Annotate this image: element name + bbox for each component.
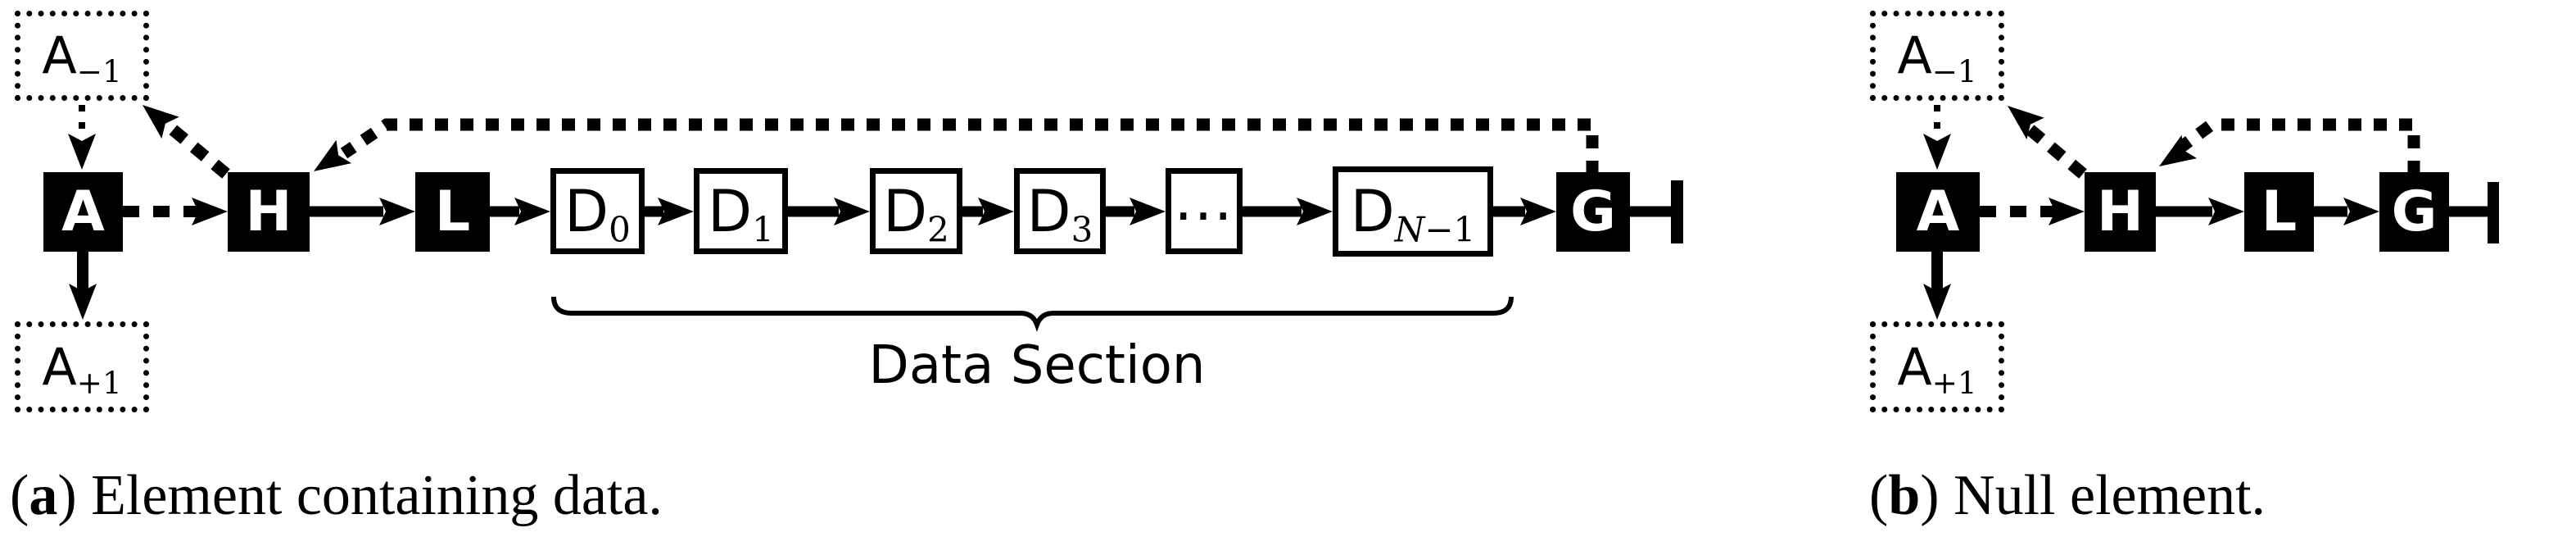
a-arrow-ellipsis-to-dlast <box>1243 198 1333 225</box>
a-caption: (a) Element containing data. <box>10 464 663 527</box>
node-label: A+1 <box>42 341 121 398</box>
label-sub: −1 <box>1931 53 1977 90</box>
caption-text: ) Element containing data. <box>57 464 663 527</box>
a-arrow-d2-to-d3 <box>962 198 1014 225</box>
label-sub: N−1 <box>1395 210 1476 250</box>
label-base: A <box>42 25 77 85</box>
node-label: G <box>1570 179 1616 244</box>
label-base: A <box>42 336 77 397</box>
a-node-d0: D0 <box>550 168 645 254</box>
node-label: D1 <box>708 183 774 247</box>
node-label: H <box>245 179 292 244</box>
node-label: A−1 <box>1897 30 1976 87</box>
b-dashed-arrow-anchor-to-header <box>1980 198 2085 225</box>
b-caption: (b) Null element. <box>1869 464 2266 527</box>
a-node-next-anchor: A+1 <box>15 321 149 412</box>
a-node-ellipsis: ... <box>1166 168 1243 254</box>
a-node-d2: D2 <box>870 168 962 254</box>
b-dashed-arrow-header-to-prev <box>2008 106 2087 179</box>
a-dotted-link-prev-to-anchor <box>68 105 96 170</box>
label-sub: +1 <box>1931 364 1977 401</box>
a-arrow-d1-to-d2 <box>788 198 870 225</box>
a-data-section-label: Data Section <box>868 335 1206 396</box>
a-arrow-d0-to-d1 <box>645 198 694 225</box>
b-node-guard: G <box>2379 172 2449 252</box>
label-sub: +1 <box>76 364 122 401</box>
b-node-length: L <box>2244 172 2314 252</box>
node-label: L <box>2261 179 2298 244</box>
a-dashed-return-guard-to-header <box>314 118 1599 174</box>
label-base: D <box>708 177 753 245</box>
label-sub-rest: −1 <box>1424 209 1476 250</box>
b-dashed-return-guard-to-header <box>2159 118 2420 174</box>
a-data-section-brace <box>551 296 1514 332</box>
node-label: H <box>2097 179 2144 244</box>
label-sub: 1 <box>752 209 774 250</box>
a-arrow-dlast-to-guard <box>1493 198 1556 225</box>
node-label: A−1 <box>42 30 121 87</box>
caption-letter: a <box>29 464 58 527</box>
a-node-d-last: DN−1 <box>1333 166 1493 257</box>
b-arrow-header-to-length <box>2156 198 2244 225</box>
node-label: D2 <box>883 183 949 247</box>
node-label: A <box>1916 179 1960 244</box>
label-sub-var: N <box>1394 209 1425 250</box>
label-base: A <box>1897 336 1932 397</box>
b-dotted-link-prev-to-anchor <box>1923 105 1951 170</box>
a-node-d1: D1 <box>694 168 788 254</box>
label-sub: 0 <box>609 209 631 250</box>
caption-text: ) Null element. <box>1920 464 2266 527</box>
label-sub: 2 <box>927 209 949 250</box>
a-node-anchor: A <box>43 172 123 252</box>
label-sub: 3 <box>1071 209 1093 250</box>
a-dashed-arrow-anchor-to-header <box>123 198 228 225</box>
b-node-next-anchor: A+1 <box>1870 321 2004 412</box>
node-label: A+1 <box>1897 341 1976 398</box>
label-base: D <box>1350 178 1395 245</box>
a-arrow-header-to-length <box>310 198 415 225</box>
b-arrow-length-to-guard <box>2314 198 2379 225</box>
label-base: D <box>883 177 928 245</box>
label-sub: −1 <box>76 53 122 90</box>
a-guard-terminator <box>1630 180 1683 243</box>
label-base: D <box>1026 177 1071 245</box>
b-arrow-anchor-to-next <box>1923 252 1951 320</box>
b-node-anchor: A <box>1896 172 1980 252</box>
a-arrow-anchor-to-next <box>69 252 97 320</box>
a-arrow-d3-to-ellipsis <box>1106 198 1166 225</box>
node-label: L <box>434 179 471 244</box>
a-node-guard: G <box>1556 172 1630 252</box>
caption-paren: ( <box>10 464 29 527</box>
caption-letter: b <box>1888 464 1921 527</box>
a-dashed-arrow-header-to-prev <box>143 105 230 179</box>
b-node-header: H <box>2085 172 2156 252</box>
a-arrow-length-to-d0 <box>490 198 550 225</box>
node-label: D3 <box>1027 183 1093 247</box>
caption-paren: ( <box>1869 464 1889 527</box>
node-label: G <box>2391 179 2438 244</box>
a-node-header: H <box>228 172 310 252</box>
node-label: D0 <box>564 183 631 247</box>
label-base: D <box>564 177 609 245</box>
a-node-prev-anchor: A−1 <box>15 11 149 101</box>
node-label: DN−1 <box>1351 183 1476 247</box>
a-node-d3: D3 <box>1014 168 1106 254</box>
a-node-length: L <box>415 172 490 252</box>
label-base: A <box>1897 25 1932 85</box>
node-label: ... <box>1174 166 1234 234</box>
b-node-prev-anchor: A−1 <box>1870 11 2004 101</box>
node-label: A <box>61 179 105 244</box>
b-guard-terminator <box>2449 182 2499 243</box>
